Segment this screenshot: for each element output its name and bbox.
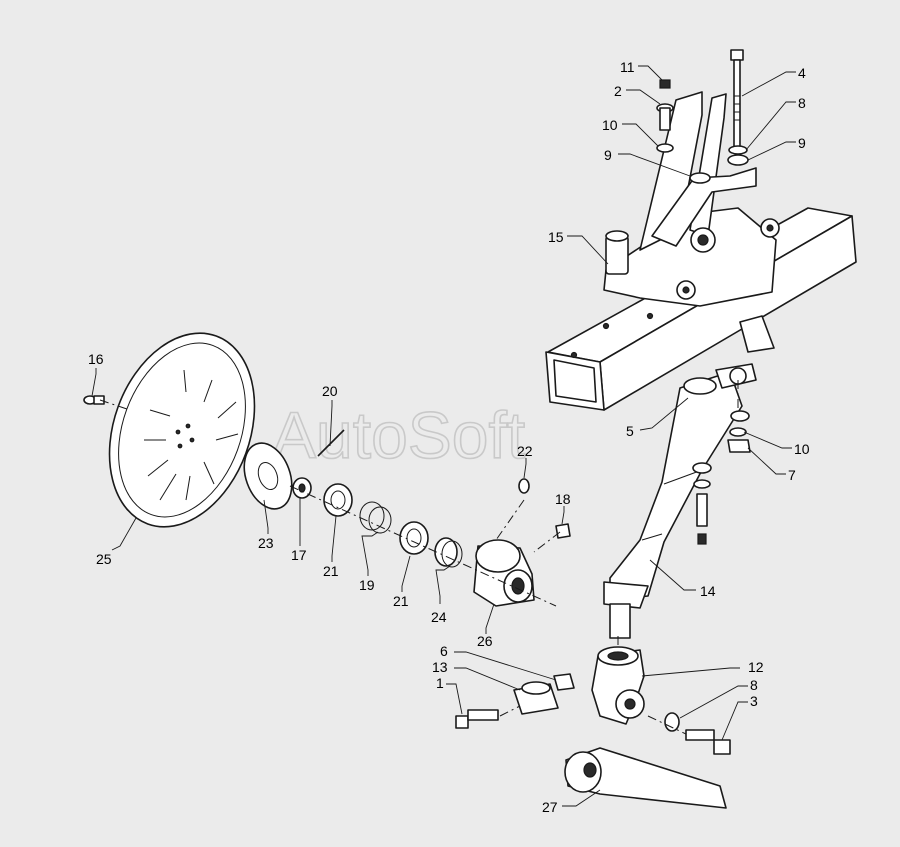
callout-7: 7 [788,467,796,483]
callout-25: 25 [96,551,112,567]
callout-8-top: 8 [798,95,806,111]
callout-23: 23 [258,535,274,551]
pivot-pin [605,230,629,275]
wheel-disc [108,332,256,528]
callout-21-right: 21 [393,593,409,609]
long-bolt [727,49,749,166]
mounting-bracket [603,91,780,353]
callout-20: 20 [322,383,338,399]
leader-lines [91,65,796,807]
callout-18: 18 [555,491,571,507]
callout-6: 6 [440,643,448,659]
lower-washer [664,712,680,732]
callout-3: 3 [750,693,758,709]
callout-16: 16 [88,351,104,367]
callout-5: 5 [626,423,634,439]
lower-bracket [591,646,645,725]
hand-tool [564,747,727,809]
callout-labels: 11 2 10 9 4 8 9 15 16 20 5 10 7 22 18 23… [88,59,810,815]
callout-17: 17 [291,547,307,563]
center-axes [99,380,739,735]
callout-21-left: 21 [323,563,339,579]
callout-22: 22 [517,443,533,459]
castle-nut [292,477,312,499]
bolt-group-top [656,79,711,184]
callout-2: 2 [614,83,622,99]
clamp-nut [553,673,575,691]
hub-nut [555,523,571,539]
bearing-outer [323,483,353,517]
snap-ring [359,501,392,534]
fasteners-right [692,410,751,545]
hub-flange [243,442,293,510]
callout-14: 14 [700,583,716,599]
clamp [513,681,559,715]
lower-bolt [685,729,731,755]
bearing-inner [399,521,429,555]
callout-26: 26 [477,633,493,649]
callout-4: 4 [798,65,806,81]
callout-10-top: 10 [602,117,618,133]
callout-10-right: 10 [794,441,810,457]
callout-9-right: 9 [798,135,806,151]
grease-fitting [518,478,530,494]
clamp-bolt [455,709,499,729]
callout-13: 13 [432,659,448,675]
seal [434,537,463,568]
watermark: AutoSoft [272,398,525,472]
callout-11: 11 [620,59,635,75]
callout-1: 1 [436,675,444,691]
callout-12: 12 [748,659,764,675]
callout-27: 27 [542,799,558,815]
wheel-hub [473,539,535,607]
callout-15: 15 [548,229,564,245]
callout-19: 19 [359,577,375,593]
callout-8-bottom: 8 [750,677,758,693]
disc-bolt [83,395,105,405]
callout-9-left: 9 [604,147,612,163]
callout-24: 24 [431,609,447,625]
split-pin [317,429,345,457]
